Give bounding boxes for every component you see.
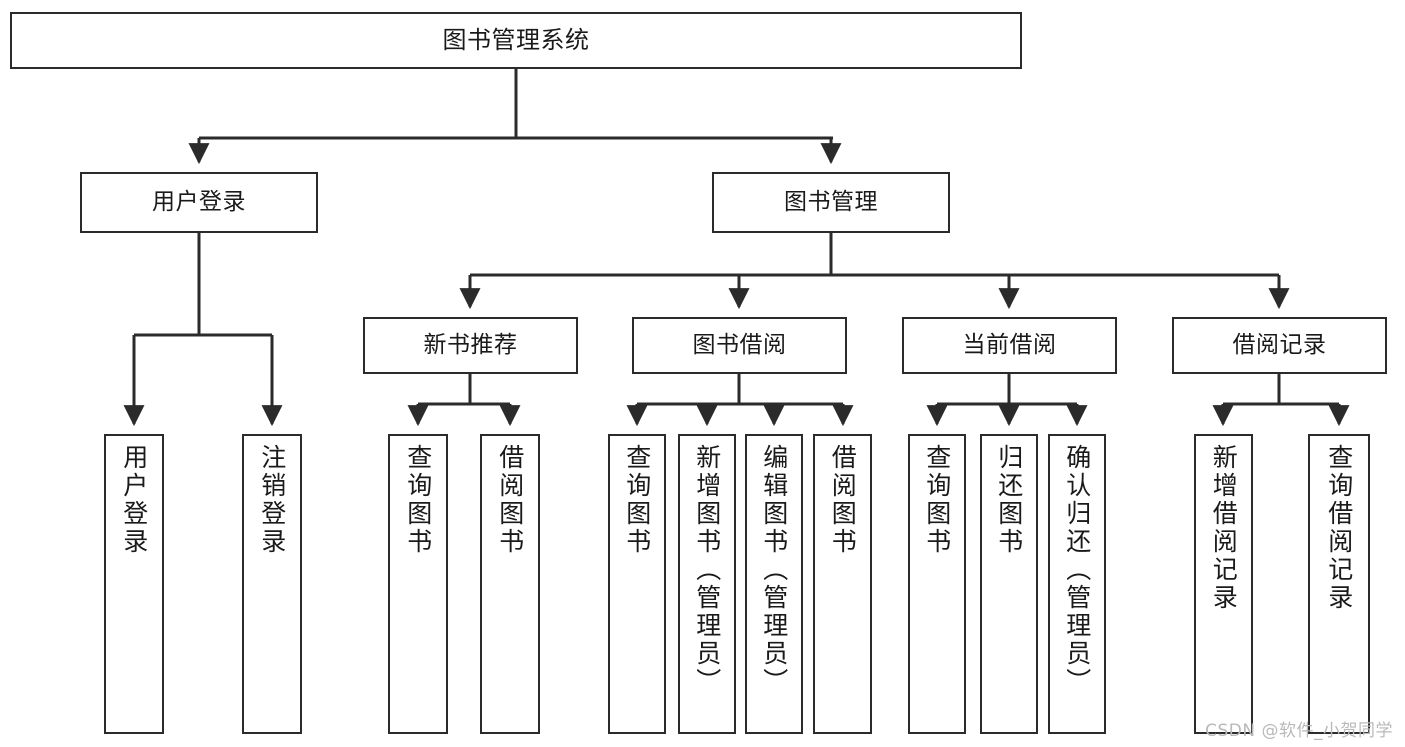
node-user-login[interactable]: 用户登录 bbox=[80, 172, 318, 233]
node-leaf-query-book-2[interactable]: 查询图书 bbox=[608, 434, 666, 734]
node-user-login-label: 用户登录 bbox=[152, 188, 246, 215]
node-borrow-record[interactable]: 借阅记录 bbox=[1172, 317, 1387, 374]
node-leaf-confirm-return-label: 确认归还（管理员） bbox=[1062, 444, 1092, 696]
node-current-borrow[interactable]: 当前借阅 bbox=[902, 317, 1117, 374]
node-leaf-return-book-label: 归还图书 bbox=[994, 444, 1024, 556]
watermark: CSDN @软件_小贺同学 bbox=[1205, 721, 1393, 741]
node-leaf-borrow-book-2-label: 借阅图书 bbox=[828, 444, 858, 556]
node-borrow-record-label: 借阅记录 bbox=[1232, 331, 1327, 358]
node-leaf-query-book-1-label: 查询图书 bbox=[403, 444, 433, 556]
node-leaf-borrow-book-1-label: 借阅图书 bbox=[495, 444, 525, 556]
node-leaf-return-book[interactable]: 归还图书 bbox=[980, 434, 1038, 734]
node-leaf-user-login-label: 用户登录 bbox=[119, 444, 149, 556]
node-leaf-borrow-book-1[interactable]: 借阅图书 bbox=[480, 434, 540, 734]
node-leaf-confirm-return[interactable]: 确认归还（管理员） bbox=[1048, 434, 1106, 734]
node-leaf-edit-book[interactable]: 编辑图书（管理员） bbox=[745, 434, 803, 734]
node-leaf-query-book-2-label: 查询图书 bbox=[622, 444, 652, 556]
node-leaf-query-book-3-label: 查询图书 bbox=[922, 444, 952, 556]
node-leaf-edit-book-label: 编辑图书（管理员） bbox=[759, 444, 789, 696]
node-leaf-add-record-label: 新增借阅记录 bbox=[1209, 444, 1239, 612]
node-root[interactable]: 图书管理系统 bbox=[10, 12, 1022, 69]
node-book-manage[interactable]: 图书管理 bbox=[712, 172, 950, 233]
node-leaf-query-book-1[interactable]: 查询图书 bbox=[388, 434, 448, 734]
node-leaf-logout-label: 注销登录 bbox=[257, 444, 287, 556]
node-leaf-query-book-3[interactable]: 查询图书 bbox=[908, 434, 966, 734]
node-book-borrow[interactable]: 图书借阅 bbox=[632, 317, 847, 374]
node-leaf-user-login[interactable]: 用户登录 bbox=[104, 434, 164, 734]
node-new-book-rec[interactable]: 新书推荐 bbox=[363, 317, 578, 374]
node-new-book-rec-label: 新书推荐 bbox=[423, 331, 518, 358]
node-book-borrow-label: 图书借阅 bbox=[692, 331, 787, 358]
node-leaf-add-book-label: 新增图书（管理员） bbox=[692, 444, 722, 696]
node-leaf-query-record[interactable]: 查询借阅记录 bbox=[1308, 434, 1370, 734]
node-leaf-add-record[interactable]: 新增借阅记录 bbox=[1194, 434, 1253, 734]
node-book-manage-label: 图书管理 bbox=[784, 188, 878, 215]
node-leaf-add-book[interactable]: 新增图书（管理员） bbox=[678, 434, 736, 734]
node-leaf-borrow-book-2[interactable]: 借阅图书 bbox=[813, 434, 872, 734]
node-leaf-query-record-label: 查询借阅记录 bbox=[1324, 444, 1354, 612]
node-current-borrow-label: 当前借阅 bbox=[962, 331, 1057, 358]
node-root-label: 图书管理系统 bbox=[442, 26, 590, 55]
node-leaf-logout[interactable]: 注销登录 bbox=[242, 434, 302, 734]
